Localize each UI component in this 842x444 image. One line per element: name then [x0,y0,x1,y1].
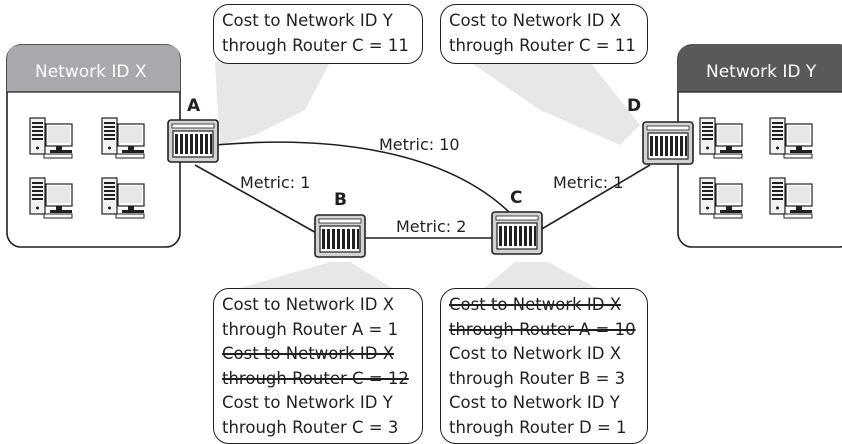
callout-line: through Router C = 11 [449,35,636,55]
link-a-b [194,164,321,236]
callout-line: Cost to Network ID X [222,295,394,314]
pc-icon [699,177,743,219]
router-label-c: C [510,188,523,208]
router-icon-d [642,121,694,165]
callout-line: Cost to Network ID X [449,11,621,30]
pc-icon [101,177,145,219]
network-title-y: Network ID Y [706,62,817,82]
metric-label-a-b: Metric: 1 [240,173,311,192]
callout-tail-top-left [215,62,330,145]
pc-icon [699,117,743,159]
callout-line-struck: Cost to Network ID X [222,344,394,364]
callout-line: through Router B = 3 [449,368,626,388]
callout-line: through Router D = 1 [449,417,627,437]
routing-table-callout-b: Cost to Network ID X through Router A = … [213,288,423,444]
pc-icon [769,177,813,219]
callout-line: Cost to Network ID X [449,344,621,364]
callout-tail-top-right [470,62,640,145]
router-label-b: B [334,190,347,210]
callout-line: through Router C = 3 [222,417,399,437]
callout-line: Cost to Network ID Y [222,393,393,413]
router-icon-c [491,211,543,255]
routing-table-callout-c: Cost to Network ID X through Router A = … [440,288,648,444]
callout-line: Cost to Network ID Y [222,11,393,30]
pc-icon [29,117,73,159]
pc-icon [769,117,813,159]
metric-label-c-d: Metric: 1 [553,173,624,192]
pc-icon [29,177,73,219]
callout-line: through Router A = 1 [222,319,399,339]
routing-table-callout-a: Cost to Network ID Y through Router C = … [213,4,423,64]
metric-label-a-c: Metric: 10 [379,135,460,154]
callout-line: Cost to Network ID Y [449,393,620,413]
callout-line-struck: through Router A = 10 [449,319,636,339]
router-label-d: D [627,96,642,116]
link-c-d [539,164,651,231]
router-icon-b [314,214,366,258]
routing-table-callout-d: Cost to Network ID X through Router C = … [440,4,648,64]
callout-line-struck: through Router C = 12 [222,368,409,388]
callout-tail-bottom-left [240,262,392,288]
router-label-a: A [187,96,201,116]
link-a-c [214,141,516,219]
callout-line-struck: Cost to Network ID X [449,295,621,314]
router-icon-a [167,119,219,163]
metric-label-b-c: Metric: 2 [396,217,467,236]
pc-icon [101,117,145,159]
callout-line: through Router C = 11 [222,35,409,55]
network-title-x: Network ID X [35,62,147,82]
